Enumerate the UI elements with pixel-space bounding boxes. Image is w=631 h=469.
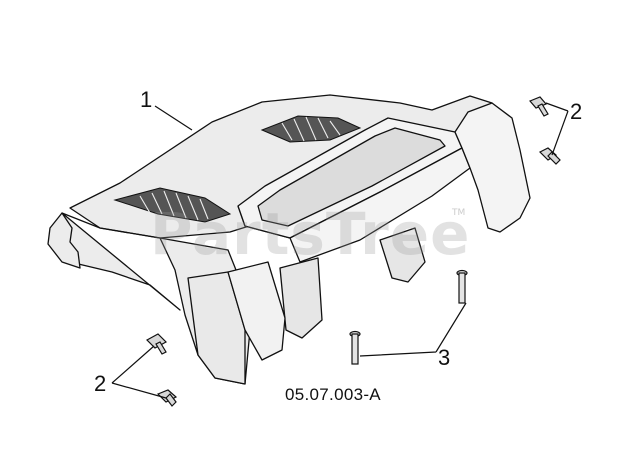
- leader-2-top: [545, 102, 569, 156]
- bolts-top-right: [528, 96, 561, 165]
- bolt-icon: [156, 389, 178, 407]
- hood-left-skirt: [47, 212, 81, 269]
- front-plate: [187, 261, 286, 385]
- pin-icon: [456, 269, 468, 304]
- callout-2-bottom: 2: [94, 371, 107, 396]
- bolts-bottom-left: [146, 333, 178, 407]
- callout-3: 3: [438, 345, 451, 370]
- part-code: 05.07.003-A: [285, 385, 381, 404]
- leader-lines: [111, 102, 569, 399]
- leader-3: [359, 302, 467, 357]
- pins: [349, 269, 468, 365]
- watermark-text: PartsTree: [150, 200, 471, 268]
- pin-icon: [349, 330, 361, 365]
- watermark-trademark: TM: [452, 208, 466, 218]
- callout-2-top: 2: [570, 99, 583, 124]
- bolt-icon: [146, 333, 167, 355]
- console-front: [237, 147, 471, 263]
- callout-1: 1: [140, 87, 153, 112]
- console-opening: [257, 127, 446, 227]
- console-inner-bracket: [279, 257, 323, 339]
- console-bracket: [379, 227, 426, 283]
- bolt-icon: [538, 147, 561, 165]
- console-right-panel: [454, 102, 531, 233]
- vent-grilles: [113, 115, 362, 223]
- leader-1: [154, 105, 193, 131]
- dash-console: [237, 102, 531, 339]
- left-grille: [113, 187, 232, 223]
- leader-2-bottom: [111, 345, 167, 399]
- bolt-icon: [528, 96, 549, 117]
